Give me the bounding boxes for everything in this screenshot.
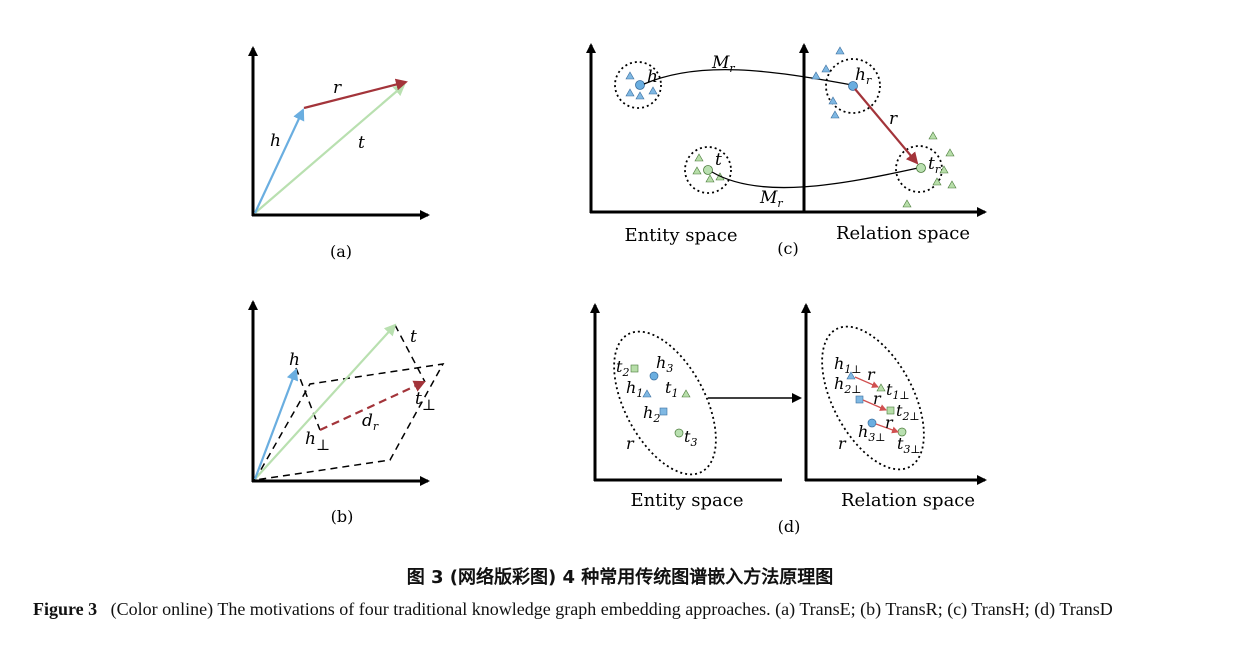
label-r-c: r	[889, 109, 898, 129]
cluster-hr	[825, 58, 881, 114]
label-r3: r	[885, 413, 894, 432]
label-t1p: t1⊥	[886, 380, 910, 402]
cluster-t	[684, 146, 732, 194]
label-hr: hr	[855, 65, 872, 87]
label-t: t	[358, 133, 365, 153]
small-vector-r3	[875, 423, 899, 434]
caption-chinese: 图 3 (网络版彩图) 4 种常用传统图谱嵌入方法原理图	[406, 567, 834, 588]
label-t3p: t3⊥	[897, 434, 921, 456]
caption-figure-label: Figure 3	[33, 599, 98, 619]
label-h: h	[270, 131, 281, 151]
panel-a-label: (a)	[330, 242, 352, 261]
panel-a: h r t (a)	[248, 46, 430, 261]
entity-space-label-d: Entity space	[630, 490, 743, 511]
label-h2p: h2⊥	[834, 374, 862, 396]
label-mr-bottom: Mr	[759, 188, 783, 210]
entity-t	[703, 165, 713, 175]
label-r1: r	[867, 365, 876, 384]
label-t1: t1	[665, 378, 678, 400]
label-t-perp: t⊥	[415, 389, 436, 414]
panel-b-label: (b)	[331, 507, 354, 526]
mapping-curve-t	[711, 167, 919, 189]
relation-ellipse	[821, 325, 925, 471]
vector-t-b	[254, 323, 397, 480]
projection-plane	[253, 363, 445, 481]
mapping-curve-h	[643, 69, 853, 86]
label-r-d-left: r	[626, 434, 635, 453]
label-tr: tr	[928, 154, 941, 176]
panel-c: h t Mr Mr hr tr r Ent	[586, 43, 987, 258]
panel-d-label: (d)	[778, 517, 801, 536]
panel-b: h t dr h⊥ t⊥ (b)	[248, 300, 445, 526]
vector-h	[254, 108, 305, 214]
label-t2p: t2⊥	[896, 401, 920, 423]
relation-space-label: Relation space	[836, 223, 970, 244]
label-r: r	[333, 78, 342, 98]
panel-d: t2 h3 h1 t1 h2 t3 r h1⊥ r h2⊥ t1⊥ r t2⊥ …	[590, 303, 987, 536]
vector-r	[303, 78, 408, 110]
label-h3p: h3⊥	[858, 422, 886, 444]
small-vector-r2	[862, 399, 887, 411]
figure-diagram: h r t (a) h t dr h⊥ t⊥ (b) h	[248, 43, 987, 536]
relation-space-label-d: Relation space	[841, 490, 975, 511]
label-t2: t2	[616, 357, 629, 379]
vector-r-c	[854, 88, 919, 165]
label-h2: h2	[643, 403, 660, 425]
label-dr: dr	[362, 411, 379, 433]
vector-dr	[319, 380, 426, 431]
entity-space-label: Entity space	[624, 225, 737, 246]
vector-h-b	[253, 368, 299, 480]
projection-line-t	[394, 324, 426, 383]
label-h1p: h1⊥	[834, 354, 862, 376]
entity-hr	[848, 81, 858, 91]
small-vector-r1	[854, 376, 879, 388]
label-h1: h1	[626, 378, 643, 400]
label-h-perp: h⊥	[305, 429, 330, 454]
label-t-c: t	[715, 150, 722, 170]
vector-t	[254, 83, 406, 214]
label-t3: t3	[684, 427, 697, 449]
entity-ellipse	[613, 330, 717, 476]
label-h-b: h	[289, 350, 300, 370]
label-t-b: t	[410, 327, 417, 347]
cluster-h	[614, 61, 662, 109]
caption-english: Figure 3 (Color online) The motivations …	[33, 598, 1213, 621]
label-mr-top: Mr	[711, 53, 735, 75]
label-r2: r	[873, 389, 882, 408]
caption-text: (Color online) The motivations of four t…	[110, 599, 1113, 619]
label-r-d-right: r	[838, 434, 847, 453]
entity-tr	[916, 163, 926, 173]
entity-h	[635, 80, 645, 90]
label-h3: h3	[656, 353, 673, 375]
panel-c-label: (c)	[777, 239, 798, 258]
label-h-c: h	[647, 67, 658, 87]
